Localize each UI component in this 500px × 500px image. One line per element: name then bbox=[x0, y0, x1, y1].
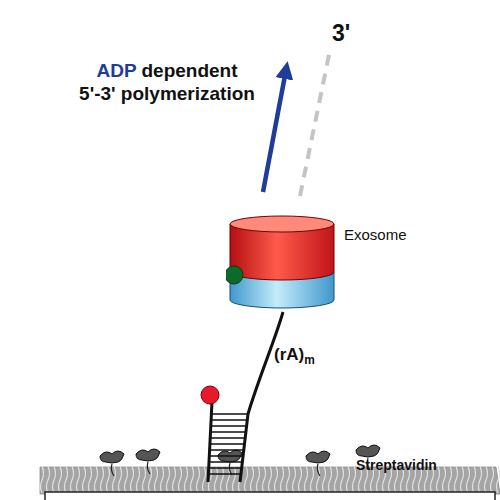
core-top bbox=[230, 216, 334, 232]
lipid-strand bbox=[257, 466, 260, 493]
lipid-strand bbox=[269, 466, 272, 493]
base-pair bbox=[211, 431, 246, 433]
lipid-strand bbox=[143, 466, 146, 493]
biotin-linker bbox=[147, 462, 150, 474]
lipid-strand bbox=[263, 466, 266, 493]
lipid-strand bbox=[461, 466, 464, 493]
base-pair bbox=[210, 443, 245, 445]
process-caption: ADP dependent 5'-3' polymerization bbox=[62, 60, 272, 106]
streptavidin-body bbox=[136, 449, 160, 461]
lipid-strand bbox=[185, 466, 188, 493]
lipid-strand bbox=[191, 466, 194, 493]
lipid-strand bbox=[149, 466, 152, 493]
lipid-strand bbox=[455, 466, 458, 493]
streptavidin-protein bbox=[136, 449, 160, 474]
lipid-strand bbox=[83, 466, 86, 493]
lipid-strand bbox=[233, 466, 236, 493]
lipid-strand bbox=[53, 466, 56, 493]
lipid-strand bbox=[323, 466, 326, 493]
duplex-rungs bbox=[208, 414, 248, 474]
fluorophore-red bbox=[201, 386, 219, 404]
lipid-strand bbox=[131, 466, 134, 493]
lipid-strand bbox=[101, 466, 104, 493]
lipid-strand bbox=[245, 466, 248, 493]
lipid-strand bbox=[179, 466, 182, 493]
rna-strand bbox=[240, 312, 283, 482]
lipid-strand bbox=[203, 466, 206, 493]
lipid-strand bbox=[335, 466, 338, 493]
lipid-strand bbox=[287, 466, 290, 493]
lipid-strand bbox=[341, 466, 344, 493]
new-rna-strand bbox=[300, 50, 330, 196]
lipid-strand bbox=[449, 466, 452, 493]
base-pair bbox=[209, 455, 243, 457]
lipid-strand bbox=[437, 466, 440, 493]
streptavidin-body bbox=[100, 451, 124, 463]
lipid-strand bbox=[251, 466, 254, 493]
streptavidin-protein bbox=[100, 451, 124, 476]
lipid-strand bbox=[353, 466, 356, 493]
lipid-strand bbox=[443, 466, 446, 493]
lipid-strand bbox=[161, 466, 164, 493]
lipid-strand bbox=[173, 466, 176, 493]
streptavidin-protein bbox=[306, 451, 330, 476]
lipid-strand bbox=[95, 466, 98, 493]
base-pair bbox=[208, 473, 240, 475]
lipid-strand bbox=[491, 466, 494, 493]
lipid-strand bbox=[311, 466, 314, 493]
lipid-strand bbox=[221, 466, 224, 493]
lipid-strand bbox=[167, 466, 170, 493]
polymerization-arrow bbox=[263, 70, 286, 192]
exosome-complex: Exosome bbox=[226, 212, 416, 314]
lipid-strand bbox=[215, 466, 218, 493]
streptavidin-body bbox=[306, 451, 330, 463]
biotin-linker bbox=[317, 464, 320, 476]
lipid-strand bbox=[137, 466, 140, 493]
lipid-strand bbox=[71, 466, 74, 493]
lipid-strand bbox=[485, 466, 488, 493]
lipid-strand bbox=[305, 466, 308, 493]
lipid-strand bbox=[59, 466, 62, 493]
lipid-strand bbox=[155, 466, 158, 493]
biotin-linker bbox=[229, 463, 232, 475]
lipid-strand bbox=[299, 466, 302, 493]
base-pair bbox=[210, 437, 245, 439]
lipid-strand bbox=[119, 466, 122, 493]
base-pair bbox=[211, 413, 248, 415]
lipid-strand bbox=[497, 466, 500, 493]
lipid-strand bbox=[41, 466, 44, 493]
streptavidin-body bbox=[356, 445, 380, 457]
base-pair bbox=[209, 461, 242, 463]
strand-end-mark: 3' bbox=[332, 20, 350, 48]
lipid-strand bbox=[65, 466, 68, 493]
biotin-linker bbox=[111, 464, 114, 476]
lipid-strand bbox=[275, 466, 278, 493]
lipid-strand bbox=[479, 466, 482, 493]
base-pair bbox=[211, 419, 247, 421]
strand-name: (rA)m bbox=[274, 345, 315, 368]
lipid-strand bbox=[227, 466, 230, 493]
base-pair bbox=[211, 425, 247, 427]
lipid-strand bbox=[197, 466, 200, 493]
complex-name: Exosome bbox=[344, 226, 407, 243]
lipid-strand bbox=[293, 466, 296, 493]
fluorophore-green bbox=[226, 266, 243, 284]
protein-name: Streptavidin bbox=[356, 457, 437, 474]
lipid-strand bbox=[113, 466, 116, 493]
lipid-strand bbox=[89, 466, 92, 493]
lipid-strand bbox=[329, 466, 332, 493]
lipid-strand bbox=[347, 466, 350, 493]
lipid-strand bbox=[47, 466, 50, 493]
lipid-strand bbox=[467, 466, 470, 493]
lipid-strand bbox=[473, 466, 476, 493]
lipid-strand bbox=[77, 466, 80, 493]
base-pair bbox=[210, 449, 244, 451]
lipid-strand bbox=[281, 466, 284, 493]
lipid-strand bbox=[125, 466, 128, 493]
lipid-strand bbox=[107, 466, 110, 493]
glass-slide bbox=[45, 492, 495, 500]
base-pair bbox=[209, 467, 242, 469]
